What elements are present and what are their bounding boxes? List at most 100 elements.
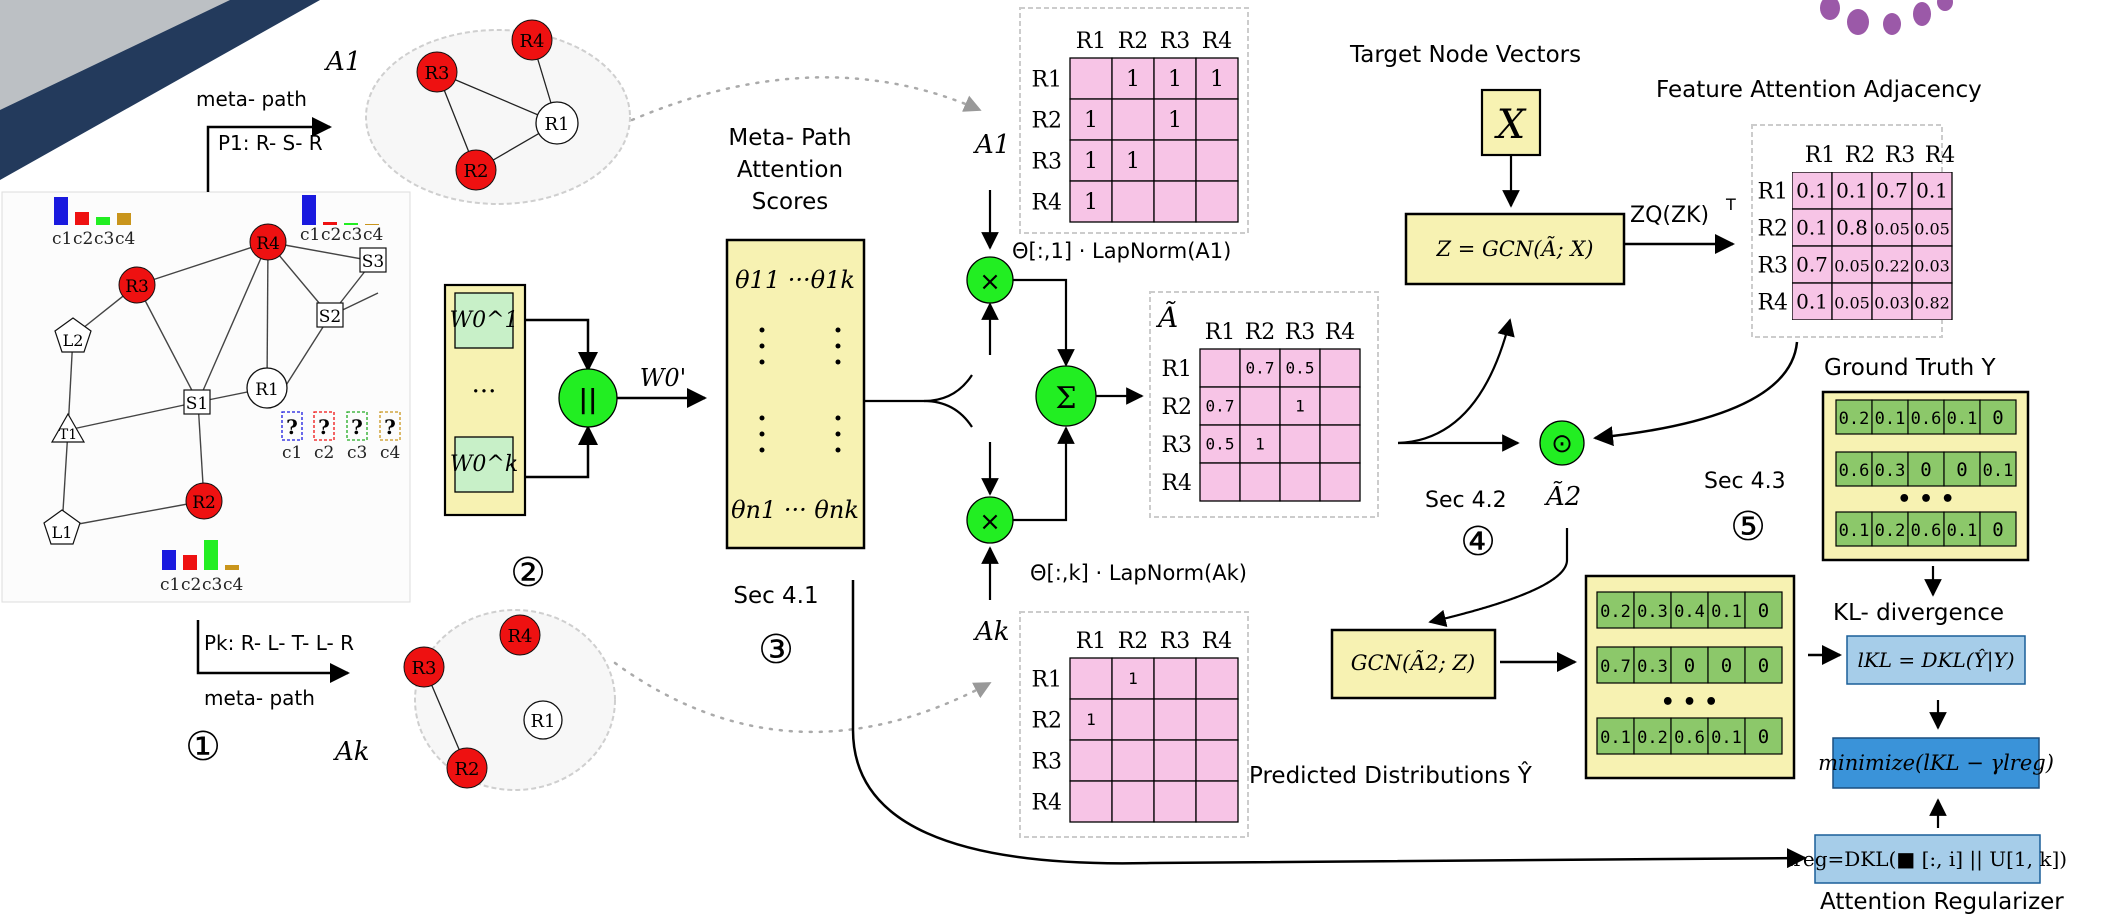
matrix-cell	[1279, 348, 1321, 388]
matrix-cell	[1199, 386, 1241, 426]
class-histogram-top-left	[54, 197, 131, 225]
node-label: R2	[463, 161, 488, 182]
distribution-cell	[1871, 451, 1909, 487]
matrix-cell-value: 1	[1210, 67, 1224, 92]
matrix-cell	[1195, 139, 1239, 182]
distribution-cell	[1670, 646, 1709, 684]
matrix-cell-value: 0.22	[1874, 257, 1910, 276]
distribution-cell-value: 0	[1758, 726, 1769, 748]
matrix-cell-value: 0.03	[1914, 257, 1950, 276]
matrix-cell	[1153, 98, 1197, 141]
distribution-cell-value: 0.1	[1947, 521, 1978, 541]
matrix-cell-value: 0.1	[1796, 290, 1828, 314]
node-label: R4	[519, 31, 544, 52]
matrix-col-header: R4	[1325, 320, 1356, 345]
minimize-objective-box: minimize(lKL − γlreg)	[1818, 751, 2054, 775]
matrix-cell-value: 1	[1084, 108, 1098, 133]
matrix-cell-value: 0.1	[1916, 179, 1948, 203]
matrix-row-header: R4	[1757, 291, 1788, 316]
scaling-label-top: Θ[:,1] · LapNorm(A1)	[1012, 239, 1231, 263]
distribution-cell-value: 0	[1758, 600, 1769, 622]
graph-node-t1: T1	[50, 412, 86, 443]
matrix-cell	[1792, 208, 1833, 247]
graph-node-r1: R1	[246, 367, 288, 409]
matrix-cell	[1111, 657, 1155, 700]
distribution-cell	[1670, 717, 1709, 755]
matrix-name-ak-side: Ak	[973, 617, 1010, 647]
matrix-row-header: R4	[1161, 471, 1192, 496]
distribution-cell-value: 0.1	[1875, 409, 1906, 429]
distribution-cell	[1979, 511, 2017, 547]
hadamard-operator: ⊙	[1551, 429, 1573, 459]
matrix-name-a1: A1	[324, 47, 361, 77]
matrix-row-header: R3	[1161, 433, 1192, 458]
matrix-cell	[1831, 172, 1873, 210]
node-label: R1	[544, 114, 569, 135]
distribution-cell-value: 0.3	[1637, 602, 1668, 622]
distribution-cell-value: 0.6	[1911, 409, 1942, 429]
distribution-cell	[1871, 511, 1909, 547]
matrix-cell	[1792, 172, 1833, 210]
distribution-cell	[1633, 717, 1672, 755]
distribution-cell	[1596, 646, 1635, 684]
node-label: R3	[125, 277, 149, 297]
node-label: R1	[530, 711, 555, 732]
matrix-cell	[1069, 780, 1113, 823]
matrix-cell	[1069, 98, 1113, 141]
matrix-col-header: R3	[1160, 29, 1191, 54]
node-label: R4	[256, 234, 280, 254]
attention-regularizer-title: Attention Regularizer	[1820, 889, 2064, 915]
matrix-cell-value: 1	[1168, 108, 1182, 133]
distribution-cell-value: 0.1	[1711, 728, 1742, 748]
graph-node-r4: R4	[249, 223, 287, 261]
matrix-cell	[1319, 348, 1361, 388]
multiply-operator-top: ×	[979, 267, 1001, 297]
weights-panel: W0^1 ··· W0^k || W0'	[443, 283, 707, 517]
class-label: c1	[160, 575, 180, 595]
matrix-cell	[1831, 245, 1873, 284]
class-label: c4	[380, 443, 400, 463]
predicted-label: Predicted Distributions Ŷ	[1249, 761, 1533, 789]
graph-node-l1: L1	[43, 509, 81, 545]
matrix-cell	[1279, 386, 1321, 426]
theta-row-last: θn1 ··· θnk	[731, 496, 859, 524]
class-label: c2	[181, 575, 201, 595]
gcn-panel: Target Node Vectors X Z = GCN(Ã; X) ZQ(Z…	[1330, 42, 1799, 700]
matrix-cell	[1199, 348, 1241, 388]
input-x: X	[1494, 102, 1527, 148]
class-label: c3	[342, 225, 362, 245]
metapath-caption: meta- path	[204, 686, 315, 710]
sum-operator: Σ	[1055, 381, 1076, 416]
metapath-bottom: Pk: R- L- T- L- R meta- path R3 R4 R2 R1…	[196, 609, 992, 791]
matrix-cell	[1871, 172, 1913, 210]
distribution-cell-value: 0.6	[1674, 728, 1705, 748]
unknown-markers: ? ? ? ?	[286, 415, 396, 439]
target-node-label: Target Node Vectors	[1349, 42, 1581, 68]
distribution-cell-value: 0.2	[1600, 602, 1631, 622]
matrix-cell-value: 0.05	[1874, 220, 1910, 239]
ground-truth-label: Ground Truth Y	[1824, 355, 1997, 381]
matrix-cell	[1069, 739, 1113, 782]
matrix-name-a1-side: A1	[973, 130, 1010, 160]
unknown-marker: ?	[384, 415, 396, 439]
distribution-dots: • • •	[1897, 487, 1955, 512]
matrix-cell	[1111, 739, 1155, 782]
distribution-cell	[1596, 717, 1635, 755]
graph-node-s2: S2	[316, 302, 344, 328]
matrix-row-header: R2	[1031, 109, 1062, 134]
distribution-cell-value: 0.3	[1637, 657, 1668, 677]
distribution-cell	[1907, 511, 1945, 547]
distribution-cell-value: 0	[1758, 655, 1769, 677]
class-label: c2	[73, 229, 93, 249]
matrix-cell-value: 1	[1084, 149, 1098, 174]
matrix-cell	[1239, 386, 1281, 426]
distribution-cell	[1907, 399, 1945, 435]
loss-panel: KL- divergence lKL = DKL(Ŷ|Y) minimize(l…	[1787, 600, 2067, 915]
node-label: S2	[319, 307, 341, 327]
class-histogram-top-right	[302, 195, 379, 225]
matrix-cell	[1792, 245, 1833, 284]
